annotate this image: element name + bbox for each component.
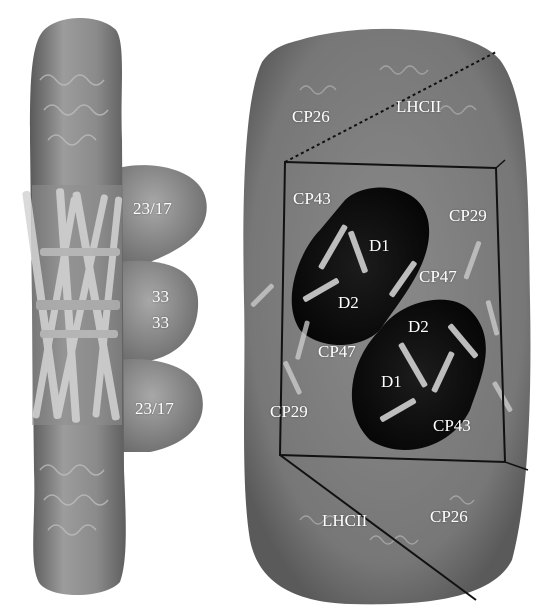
label-lhcii-bottom: LHCII bbox=[322, 512, 367, 529]
side-view bbox=[22, 18, 207, 595]
label-d1-top: D1 bbox=[369, 237, 390, 254]
label-23-17-top: 23/17 bbox=[133, 200, 172, 217]
label-33-a: 33 bbox=[152, 288, 169, 305]
label-cp43-bottom: CP43 bbox=[433, 417, 471, 434]
label-cp43-left: CP43 bbox=[293, 190, 331, 207]
top-view bbox=[243, 29, 530, 604]
label-d1-bottom: D1 bbox=[381, 373, 402, 390]
label-cp47-bottom: CP47 bbox=[318, 343, 356, 360]
label-cp26-top: CP26 bbox=[292, 108, 330, 125]
label-d2-right: D2 bbox=[408, 318, 429, 335]
label-33-b: 33 bbox=[152, 314, 169, 331]
label-cp29-right: CP29 bbox=[449, 207, 487, 224]
label-cp47-top: CP47 bbox=[419, 268, 457, 285]
label-lhcii-top: LHCII bbox=[396, 98, 441, 115]
label-23-17-bottom: 23/17 bbox=[135, 400, 174, 417]
side-knob-middle bbox=[118, 261, 198, 362]
label-d2-left: D2 bbox=[338, 294, 359, 311]
label-cp29-left: CP29 bbox=[270, 403, 308, 420]
label-cp26-bottom: CP26 bbox=[430, 508, 468, 525]
